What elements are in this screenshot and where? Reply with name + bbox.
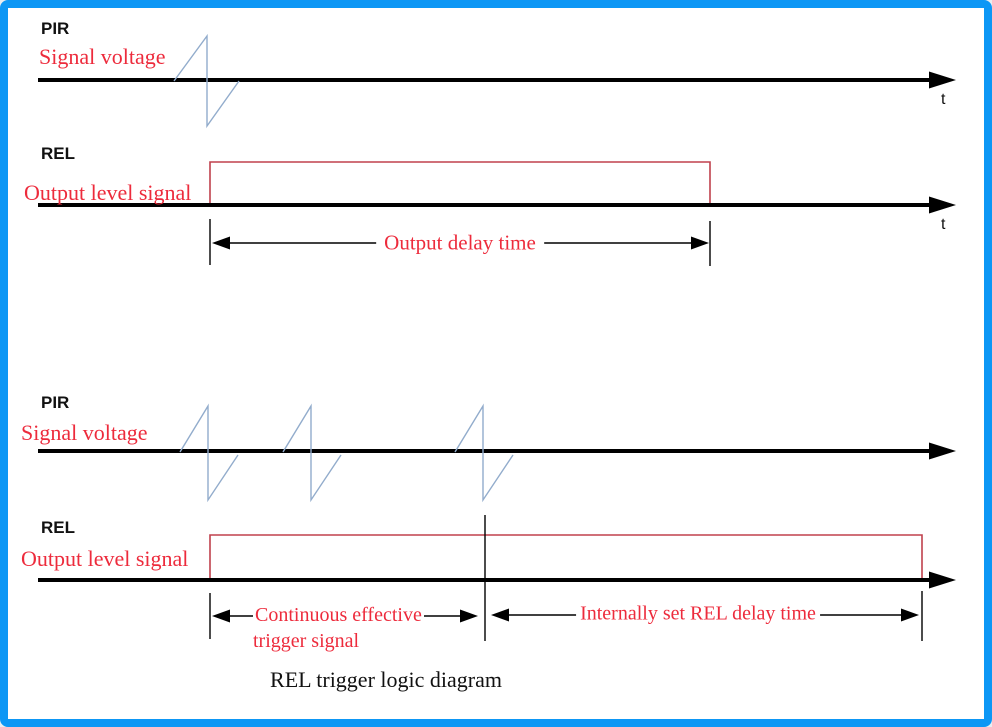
top-delay-left-arrowhead xyxy=(212,236,230,250)
top-pir-sublabel: Signal voltage xyxy=(39,44,166,69)
bottom-pir-label: PIR xyxy=(41,393,70,412)
bottom-rel-timeline xyxy=(38,571,956,589)
bottom-pir-pulse-signal-1 xyxy=(179,403,239,503)
bottom-pir-arrowhead xyxy=(929,442,956,460)
top-delay-right-arrowhead xyxy=(691,236,709,250)
trigger-left-arrowhead xyxy=(212,609,230,623)
bottom-rel-arrowhead xyxy=(929,571,956,589)
bottom-pir-pulse-signal-3 xyxy=(454,403,514,503)
continuous-trigger-annotation-line1: Continuous effective xyxy=(253,602,424,628)
continuous-trigger-annotation: Continuous effective trigger signal xyxy=(253,602,424,654)
bottom-pir-sublabel: Signal voltage xyxy=(21,420,148,445)
top-rel-sublabel: Output level signal xyxy=(24,180,192,205)
top-pir-pulse-signal xyxy=(173,33,240,129)
bottom-rel-label: REL xyxy=(41,518,75,537)
top-pir-label: PIR xyxy=(41,19,70,38)
rel-delay-time-annotation: Internally set REL delay time xyxy=(576,602,820,626)
top-pir-timeline xyxy=(38,71,956,89)
top-pir-arrowhead xyxy=(929,71,956,89)
bottom-pir-timeline xyxy=(38,442,956,460)
bottom-pir-pulse-signal-2 xyxy=(282,403,342,503)
top-rel-axis-t-label: t xyxy=(941,216,946,233)
top-rel-timeline xyxy=(38,196,956,214)
top-rel-output-pulse xyxy=(209,161,711,204)
bottom-rel-output-pulse xyxy=(209,534,923,579)
delay-left-arrowhead xyxy=(491,608,509,622)
top-rel-label: REL xyxy=(41,144,75,163)
bottom-rel-sublabel: Output level signal xyxy=(21,546,189,571)
top-rel-arrowhead xyxy=(929,196,956,214)
timing-diagram-graphics xyxy=(38,33,956,641)
top-pir-axis-t-label: t xyxy=(941,91,946,108)
diagram-caption: REL trigger logic diagram xyxy=(270,667,502,692)
delay-right-arrowhead xyxy=(901,608,919,622)
output-delay-time-annotation: Output delay time xyxy=(376,230,544,256)
trigger-right-arrowhead xyxy=(460,609,478,623)
continuous-trigger-annotation-line2: trigger signal xyxy=(253,630,360,652)
